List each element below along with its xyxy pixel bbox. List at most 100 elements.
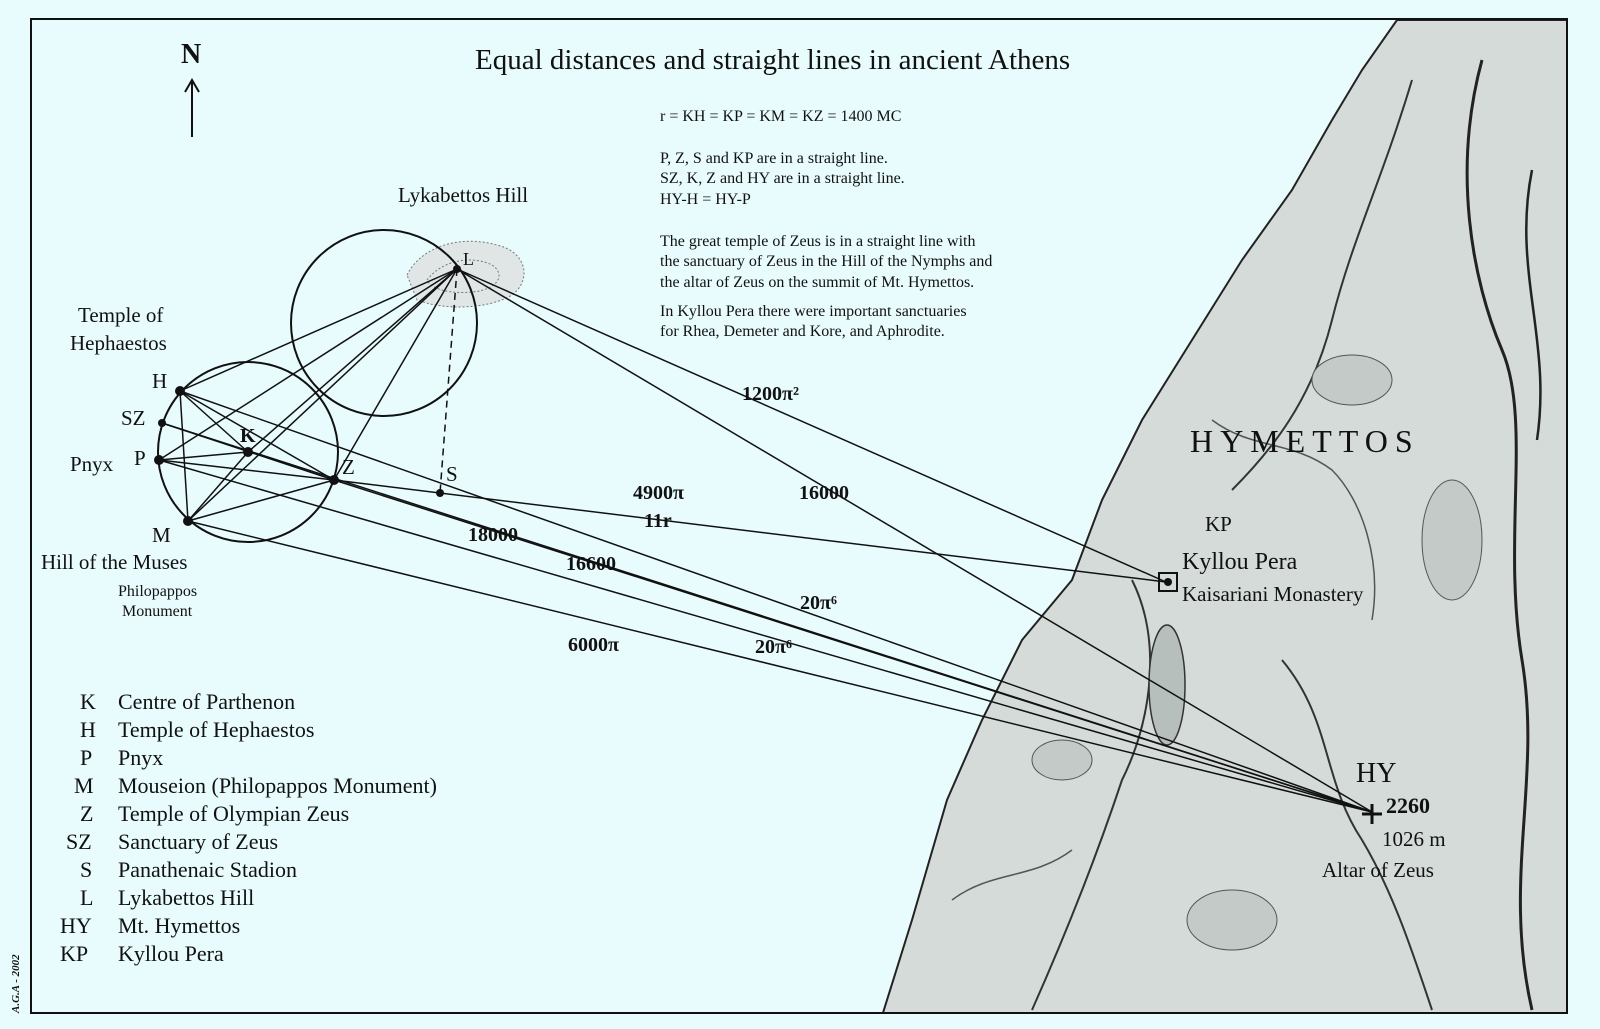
legend-code: HY [60,913,92,938]
legend-name: Temple of Olympian Zeus [118,801,349,826]
letter-m: M [152,523,171,547]
legend-name: Panathenaic Stadion [118,857,297,882]
point-kp [1164,578,1172,586]
line-p-z [158,459,335,481]
line-l-m [187,268,458,522]
terrain-ridge-line [1525,169,1542,441]
line-h-m [179,390,189,522]
line-z-hy [333,479,1373,813]
line-p-k [158,451,249,461]
terrain-hillock [1148,624,1186,746]
legend-name: Mouseion (Philopappos Monument) [118,773,437,798]
legend-name: Centre of Parthenon [118,689,295,714]
terrain-ridge-line [1281,659,1433,1011]
line-m-hy [187,520,1373,813]
note-line: for Rhea, Demeter and Kore, and Aphrodit… [660,323,945,340]
line-h-k [179,390,249,453]
terrain-ridge-line [1031,579,1152,1011]
line-l-h [179,268,458,392]
kaisariani-marker [1158,572,1178,592]
distance-labels: 1200π² 16000 4900π 11r 18000 16600 20π⁶ … [468,383,1430,818]
terrain-hillock [1311,354,1393,406]
measure-20pi6-b: 20π⁶ [755,636,792,658]
point-z [329,475,339,485]
point-h [175,386,185,396]
point-l [453,265,461,273]
letter-kp: KP [1205,512,1232,536]
point-k [243,447,253,457]
line-l-z [333,268,458,481]
legend-code: S [80,857,92,882]
label-pnyx: Pnyx [70,452,114,476]
label-lykabettos: Lykabettos Hill [398,183,528,207]
terrain-hillock [1421,479,1483,601]
label-philopappos-1: Philopappos [118,583,197,600]
legend-name: Lykabettos Hill [118,885,254,910]
circle-around-lykabettos [290,229,478,417]
line-l-k [247,268,458,453]
line-m-k [187,451,249,522]
note-line: the sanctuary of Zeus in the Hill of the… [660,253,992,270]
legend-name: Sanctuary of Zeus [118,829,278,854]
measure-20pi6-a: 20π⁶ [800,592,837,614]
label-hy-height: 1026 m [1382,827,1446,851]
measure-18000: 18000 [468,524,518,546]
author-credit: A.G.A - 2002 [10,954,22,1014]
legend-code: Z [80,801,93,826]
map-frame: N Equal distances and straight lines in … [30,18,1568,1014]
measure-4900pi: 4900π [633,482,684,504]
altar-cross-icon [1362,804,1382,824]
notes-block: r = KH = KP = KM = KZ = 1400 MC P, Z, S … [660,108,992,340]
measure-16000: 16000 [799,482,849,504]
label-philopappos-2: Monument [122,603,193,620]
measure-16600: 16600 [566,553,616,575]
note-line: The great temple of Zeus is in a straigh… [660,233,975,250]
note-line: HY-H = HY-P [660,191,751,208]
north-arrow-icon [184,78,200,137]
note-line: the altar of Zeus on the summit of Mt. H… [660,274,974,291]
north-label: N [181,39,201,70]
legend-name: Temple of Hephaestos [118,717,314,742]
legend-code: K [80,689,96,714]
label-altar: Altar of Zeus [1322,858,1434,882]
terrain-ridge-line [1211,419,1376,621]
line-l-hy [456,268,1373,813]
legend-name: Mt. Hymettos [118,913,240,938]
map-canvas: N Equal distances and straight lines in … [41,20,1566,1012]
line-p-hy [158,459,1373,813]
legend-code: SZ [66,829,92,854]
point-sz [158,419,166,427]
terrain-hillock [1186,889,1278,951]
label-kyllou-pera: Kyllou Pera [1182,549,1298,575]
note-line: P, Z, S and KP are in a straight line. [660,150,888,167]
letter-p: P [134,446,146,470]
line-h-hy [179,390,1373,813]
point-s [436,489,444,497]
measure-11r: 11r [644,510,672,532]
legend-name: Kyllou Pera [118,941,224,966]
label-kaisariani: Kaisariani Monastery [1182,582,1364,606]
measure-2260: 2260 [1386,793,1430,818]
label-hephaestos-1: Temple of [78,303,163,327]
legend-code: M [74,773,94,798]
label-hephaestos-2: Hephaestos [70,331,167,355]
letter-s: S [446,462,458,486]
credit-text: A.G.A - 2002 [10,954,22,1014]
label-muses: Hill of the Muses [41,550,187,574]
point-letters: L H SZ P K Z S M KP HY [121,249,1396,789]
letter-l: L [463,249,474,269]
line-l-s-dashed [439,268,458,494]
circle-around-k [157,361,339,543]
letter-k: K [240,425,256,447]
point-p [154,455,164,465]
place-labels: Lykabettos Hill Temple of Hephaestos Pny… [41,183,1446,882]
legend-code: P [80,745,92,770]
legend-code: KP [60,941,88,966]
survey-points [154,265,1172,586]
line-z-s-kp [333,479,1167,583]
page-title: Equal distances and straight lines in an… [475,44,1070,76]
terrain-ridge-line [951,849,1073,901]
terrain-hillock [1031,739,1093,781]
line-l-p [158,268,458,461]
label-hymettos: HYMETTOS [1190,423,1420,459]
